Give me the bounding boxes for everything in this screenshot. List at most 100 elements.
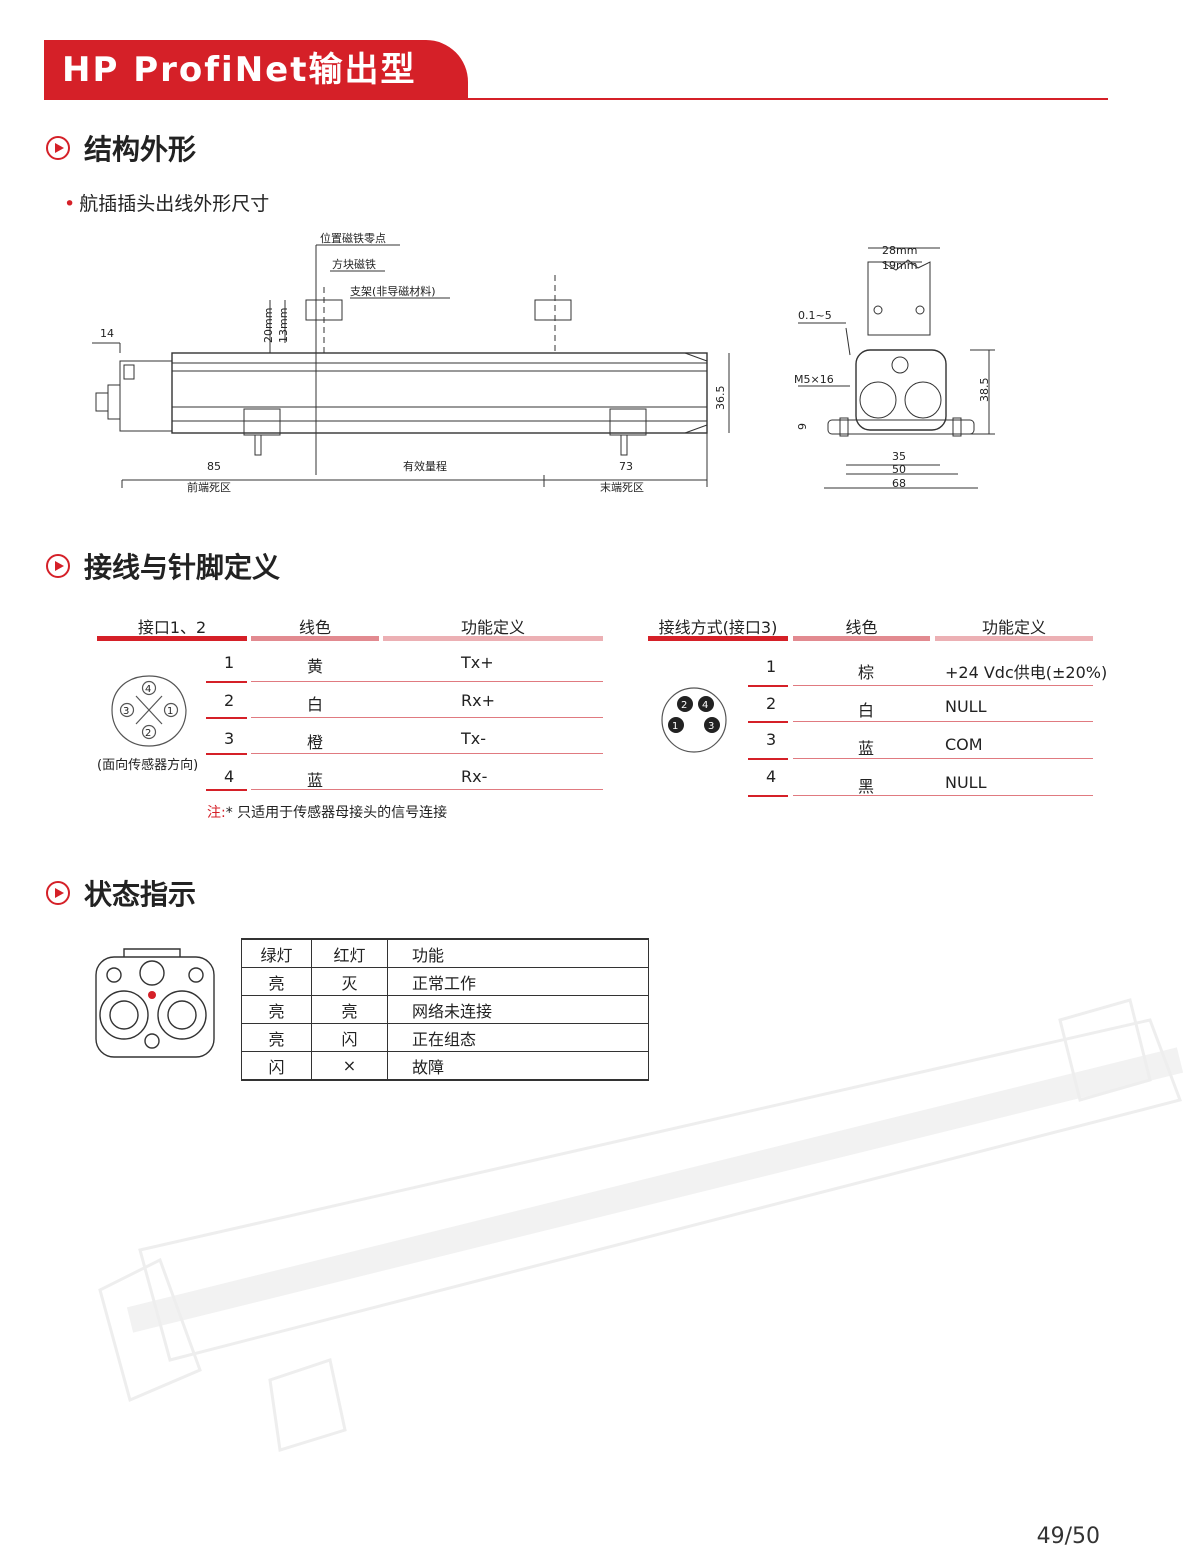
red-led-cell: 闪 — [311, 1023, 388, 1052]
front-view-drawing: 28mm 19mm 0.1~5 M5×16 38.5 9 35 50 68 — [794, 244, 995, 490]
section-structure: 结构外形 — [46, 128, 196, 168]
pin-3-label: 3 — [708, 721, 714, 732]
bullet-item: •航插插头出线外形尺寸 — [64, 189, 269, 216]
play-icon — [46, 881, 70, 905]
t1-row4-func: Rx- — [461, 767, 488, 786]
pin-4-label: 4 — [145, 684, 151, 695]
t2-row1-func: +24 Vdc供电(±20%) — [945, 663, 1108, 682]
green-led-cell: 亮 — [241, 995, 312, 1024]
page-title: HP ProfiNet输出型 — [62, 50, 417, 90]
dim-68: 68 — [892, 477, 906, 490]
t2-row3-pin: 3 — [766, 730, 777, 749]
table2-header-wiring: 接线方式(接口3) — [658, 618, 778, 637]
page-number: 49/50 — [1036, 1524, 1100, 1549]
t1-row3-color: 橙 — [307, 733, 324, 752]
row-divider — [793, 721, 1093, 722]
function-cell: 网络未连接 — [387, 995, 649, 1024]
t1-row1-func: Tx+ — [461, 653, 494, 672]
dim-19mm: 19mm — [882, 259, 917, 272]
row-marker — [748, 721, 788, 723]
watermark-sensor-image — [98, 998, 1184, 1452]
row-marker — [206, 717, 247, 719]
t2-row1-pin: 1 — [766, 657, 777, 676]
header-underline — [97, 636, 247, 641]
pin-2-label: 2 — [145, 728, 151, 739]
t1-row2-pin: 2 — [224, 691, 235, 710]
play-icon — [46, 554, 70, 578]
section-title: 接线与针脚定义 — [84, 551, 281, 584]
dim-effective-range: 有效量程 — [403, 459, 447, 473]
label-rear-dead-zone: 末端死区 — [600, 480, 644, 494]
dim-38-5: 38.5 — [978, 378, 991, 403]
t2-row3-color: 蓝 — [858, 739, 875, 758]
t2-row2-func: NULL — [945, 697, 987, 716]
red-led-cell: 亮 — [311, 995, 388, 1024]
label-front-dead-zone: 前端死区 — [187, 480, 231, 494]
dim-13mm: 13mm — [277, 308, 290, 343]
dim-36-5: 36.5 — [714, 386, 727, 411]
green-led-cell: 亮 — [241, 1023, 312, 1052]
table-header-row: 绿灯 红灯 功能 — [241, 938, 649, 968]
dim-9: 9 — [796, 423, 809, 430]
t2-row2-pin: 2 — [766, 694, 777, 713]
section-title: 状态指示 — [84, 878, 197, 911]
row-marker — [748, 685, 788, 687]
header-red-led: 红灯 — [311, 938, 388, 968]
t2-row4-pin: 4 — [766, 767, 777, 786]
label-magnet-zero: 位置磁铁零点 — [320, 231, 386, 245]
section-title: 结构外形 — [84, 133, 197, 166]
table1-header-interface: 接口1、2 — [137, 618, 207, 637]
green-led-cell: 亮 — [241, 967, 312, 996]
t1-row1-color: 黄 — [307, 657, 324, 676]
pin-3-label: 3 — [123, 706, 129, 717]
header-underline — [648, 636, 788, 641]
t1-row4-pin: 4 — [224, 767, 235, 786]
red-led-cell: × — [311, 1051, 388, 1081]
header-bar — [44, 40, 468, 100]
header-underline — [251, 636, 379, 641]
row-marker — [748, 795, 788, 797]
connector-4pin-x-coded-icon: 4 1 3 2 — [111, 675, 187, 747]
t1-row4-color: 蓝 — [307, 771, 324, 790]
row-marker — [206, 681, 247, 683]
play-icon — [46, 136, 70, 160]
t2-row1-color: 棕 — [858, 663, 875, 682]
row-divider — [251, 789, 603, 790]
row-divider — [793, 685, 1093, 686]
table2-header-color: 线色 — [845, 618, 878, 637]
dim-28mm: 28mm — [882, 244, 917, 257]
dim-14: 14 — [100, 327, 114, 340]
green-led-cell: 闪 — [241, 1051, 312, 1081]
t1-row3-pin: 3 — [224, 729, 235, 748]
red-led-cell: 灭 — [311, 967, 388, 996]
header-function: 功能 — [387, 938, 649, 968]
t2-row3-func: COM — [945, 735, 983, 754]
t1-row2-color: 白 — [307, 695, 324, 714]
t1-row3-func: Tx- — [461, 729, 487, 748]
t2-row2-color: 白 — [858, 701, 875, 720]
pin-4-label: 4 — [702, 700, 708, 711]
header-underline — [793, 636, 930, 641]
note-text: * 只适用于传感器母接头的信号连接 — [225, 805, 448, 821]
function-cell: 故障 — [387, 1051, 649, 1081]
header-underline — [383, 636, 603, 641]
table1-note: 注:* 只适用于传感器母接头的信号连接 — [207, 802, 447, 822]
header-rule — [44, 98, 1108, 100]
dim-m5x16: M5×16 — [794, 373, 834, 386]
t2-row4-color: 黑 — [858, 777, 875, 796]
dim-50: 50 — [892, 463, 906, 476]
sensor-head-led-diagram — [95, 948, 215, 1058]
table-row: 亮 闪 正在组态 — [241, 1023, 649, 1052]
table2-header-function: 功能定义 — [981, 618, 1046, 637]
row-marker — [748, 758, 788, 760]
function-cell: 正常工作 — [387, 967, 649, 996]
bullet-dot-icon: • — [64, 193, 76, 215]
dim-85: 85 — [207, 460, 221, 473]
row-divider — [793, 758, 1093, 759]
table-row: 闪 × 故障 — [241, 1051, 649, 1081]
connector-caption: (面向传感器方向) — [97, 758, 199, 773]
t1-row1-pin: 1 — [224, 653, 235, 672]
row-divider — [251, 753, 603, 754]
row-divider — [251, 681, 603, 682]
dim-35: 35 — [892, 450, 906, 463]
